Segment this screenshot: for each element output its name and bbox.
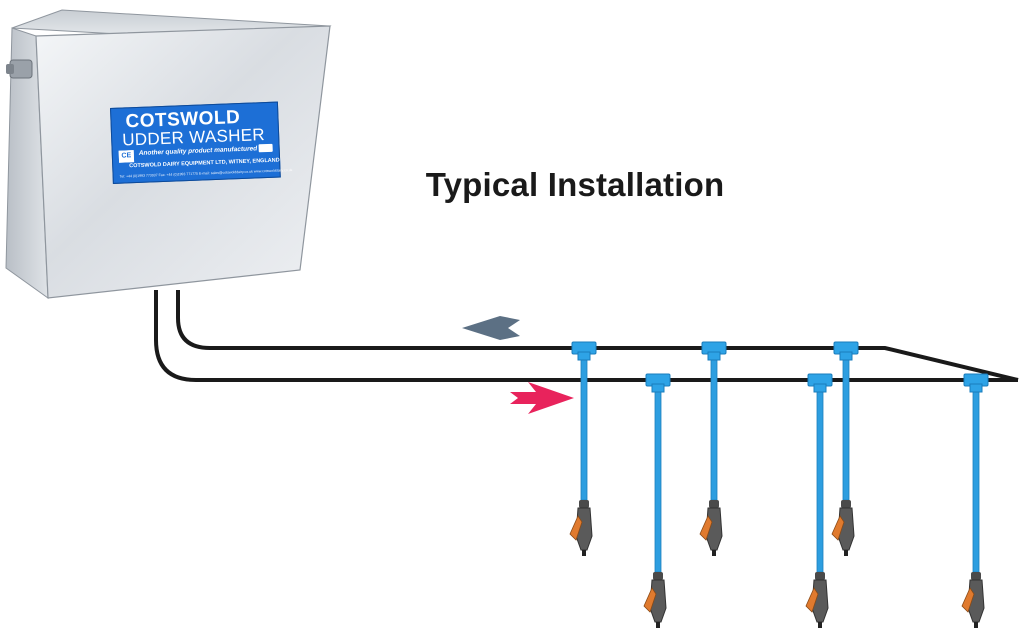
nozzle-trigger	[831, 515, 845, 541]
nozzle-trigger	[643, 587, 657, 613]
nozzle-tip	[582, 550, 586, 556]
tee-fitting-stem	[707, 351, 721, 361]
nozzle-collar	[841, 500, 851, 508]
nozzle-collar	[579, 500, 589, 508]
nozzle-collar	[709, 500, 719, 508]
tee-fitting-stem	[577, 351, 591, 361]
manufacturer-logo	[258, 143, 273, 153]
tee-fitting-stem	[651, 383, 665, 393]
nozzle-tip	[656, 622, 660, 628]
drop-hose	[842, 353, 850, 501]
tee-fitting-stem	[969, 383, 983, 393]
nozzle-collar	[815, 572, 825, 580]
nozzle-tip	[712, 550, 716, 556]
drop-hose	[972, 385, 980, 573]
nozzle-collar	[971, 572, 981, 580]
washer-label-plate: COTSWOLD UDDER WASHER CE Another quality…	[110, 101, 292, 184]
supply-flow-arrow	[510, 382, 574, 414]
drop-hoses	[569, 341, 989, 628]
drop-hose	[580, 353, 588, 501]
drop-hose	[710, 353, 718, 501]
nozzle-tip	[974, 622, 978, 628]
return-flow-arrow	[462, 316, 520, 340]
nozzle-trigger	[569, 515, 583, 541]
supply-pipe	[154, 290, 1018, 382]
tee-fitting-stem	[813, 383, 827, 393]
nozzle-tip	[818, 622, 822, 628]
return-pipe	[176, 290, 1019, 382]
company-contacts: Tel: +44 (0)1993 773037 Fax: +44 (0)1993…	[119, 168, 293, 179]
drop-hose	[654, 385, 662, 573]
company-address: COTSWOLD DAIRY EQUIPMENT LTD, WITNEY, EN…	[129, 157, 280, 170]
nozzle-trigger	[961, 587, 975, 613]
ce-mark: CE	[118, 150, 135, 163]
drop-hose	[816, 385, 824, 573]
nozzle-collar	[653, 572, 663, 580]
box-inlet-nut	[6, 64, 14, 74]
nozzle-trigger	[699, 515, 713, 541]
diagram-title: Typical Installation	[425, 166, 725, 203]
nozzle-trigger	[805, 587, 819, 613]
tee-fitting-stem	[839, 351, 853, 361]
nozzle-tip	[844, 550, 848, 556]
